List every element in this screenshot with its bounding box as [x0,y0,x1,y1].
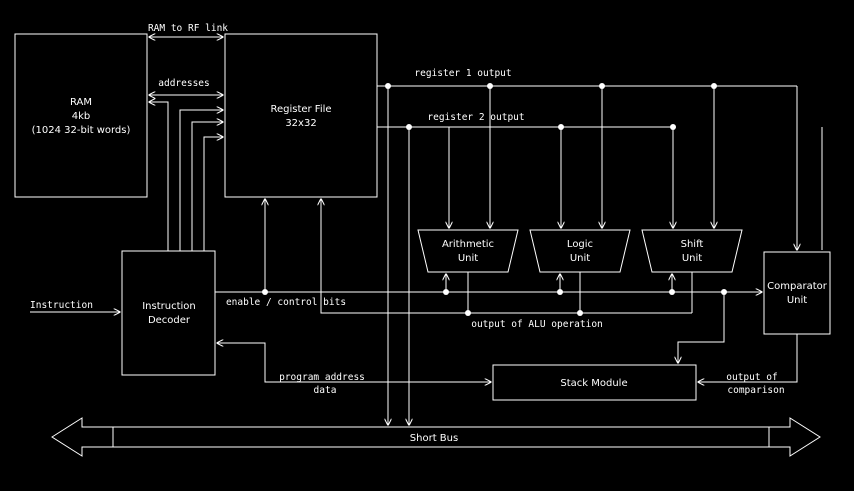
arithmetic-unit-block [417,229,519,273]
register1-output-label: register 1 output [414,68,511,79]
comparison-label-line2: comparison [727,385,784,396]
comparator-unit-label-line1: Comparator [767,281,828,292]
alu-output-label: output of ALU operation [471,319,603,330]
ram-label-line2: 4kb [72,111,91,122]
junction-dot [465,310,471,316]
stack-module-block [492,364,697,401]
ram-block [14,33,148,198]
addresses-label: addresses [158,78,209,89]
stack-module-label: Stack Module [560,378,627,389]
instruction-decoder-block [121,250,216,376]
register-file-label-line2: 32x32 [285,118,316,129]
shift-unit-block [641,229,743,273]
comparator-unit-label-line2: Unit [787,295,807,306]
program-address-link [217,343,491,382]
short-bus-label: Short Bus [410,433,458,444]
arithmetic-unit-label-line2: Unit [458,253,478,264]
arithmetic-unit-label-line1: Arithmetic [442,239,494,250]
decoder-to-ram-control [149,102,169,251]
alu-output-to-rf [321,199,692,314]
decoder-to-rf-control-3 [203,137,223,251]
logic-unit-label-line1: Logic [567,239,593,250]
register2-output-label: register 2 output [427,112,524,123]
logic-unit-label-line2: Unit [570,253,590,264]
instruction-decoder-label-line2: Decoder [148,315,191,326]
junction-dot [577,310,583,316]
decoder-to-rf-control-1 [179,110,223,251]
logic-unit-block [529,229,631,273]
program-data-label: data [314,385,337,396]
comparison-label-line1: output of [726,372,777,383]
ram-label-line1: RAM [70,97,92,108]
short-bus [51,417,821,457]
comparator-unit-block [763,251,831,335]
decoder-to-rf-control-2 [191,122,223,251]
instruction-decoder-label-line1: Instruction [142,301,196,312]
enable-control-label: enable / control bits [226,297,346,308]
ram-to-rf-label: RAM to RF link [148,23,228,34]
comparison-to-stack [698,334,798,382]
control-to-stack [678,292,725,363]
instruction-input-label: Instruction [30,300,93,311]
shift-unit-label-line2: Unit [682,253,702,264]
ram-label-line3: (1024 32-bit words) [32,125,131,136]
register-file-block [224,33,378,198]
program-address-label: program address [279,372,365,383]
shift-unit-label-line1: Shift [681,239,704,250]
register-file-label-line1: Register File [270,104,331,115]
